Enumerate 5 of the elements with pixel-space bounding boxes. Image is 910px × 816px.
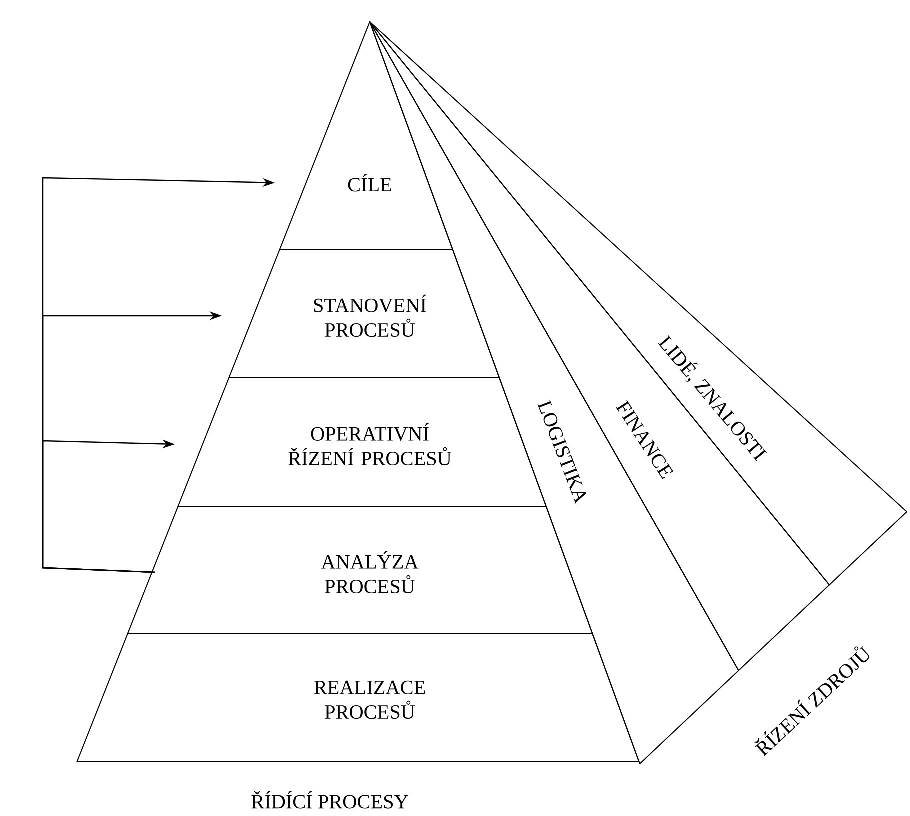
pyramid-band: CÍLE (279, 21, 454, 250)
pyramid-band: STANOVENÍ PROCESŮ (228, 249, 500, 379)
pyramid-band: REALIZACE PROCESŮ (76, 633, 640, 763)
pyramid-band: ANALÝZA PROCESŮ (127, 506, 594, 634)
caption-label: ŘÍDÍCÍ PROCESY (252, 791, 408, 809)
